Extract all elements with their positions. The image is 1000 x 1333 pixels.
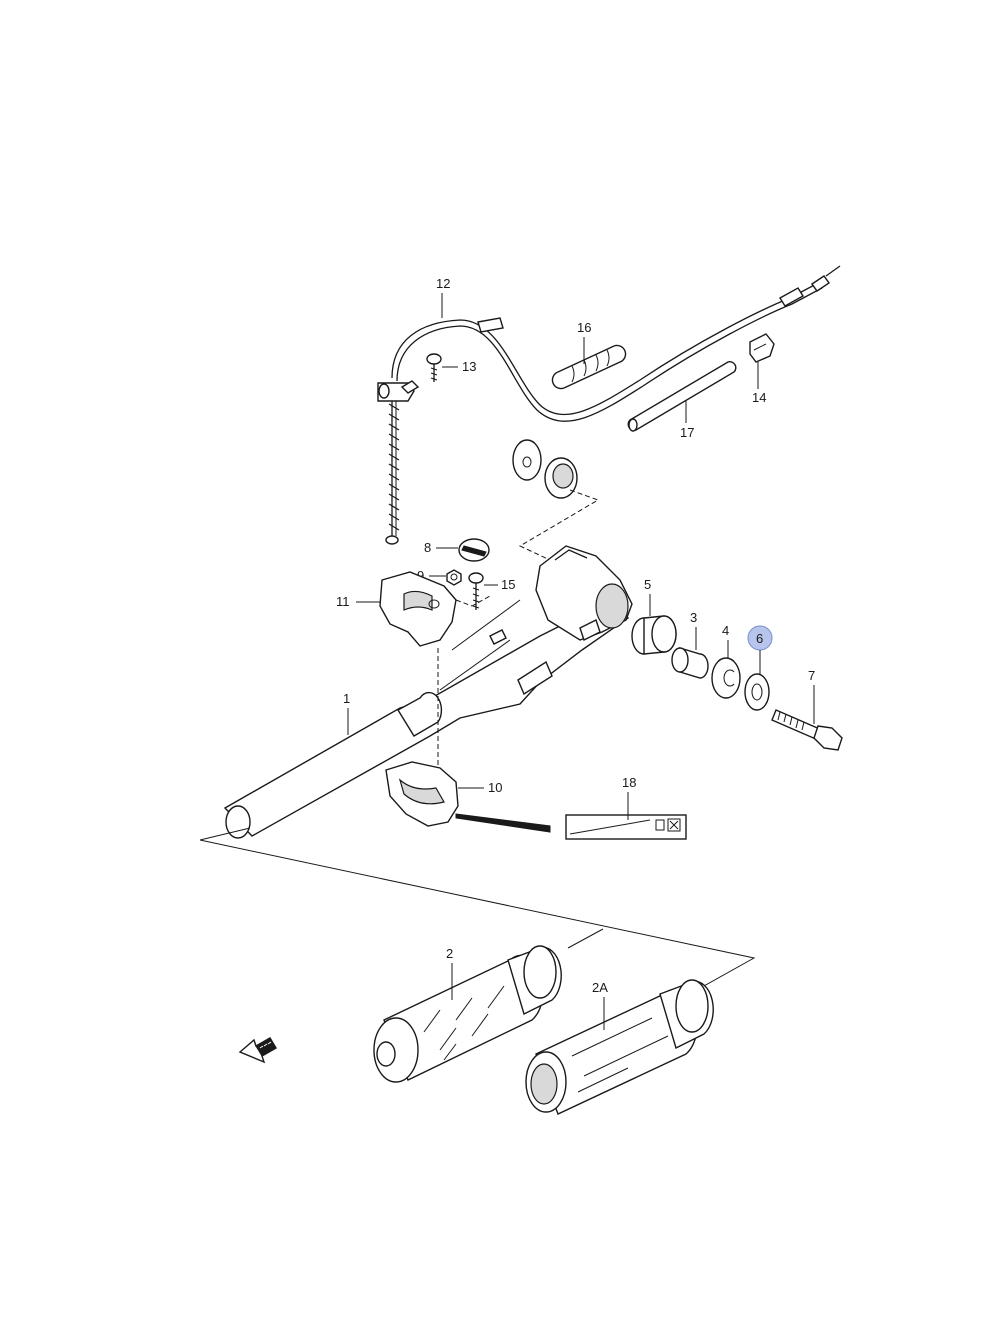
part-4-spacer[interactable]	[711, 657, 741, 699]
bushing-upper[interactable]	[544, 457, 578, 499]
part-1-handlebar[interactable]	[223, 545, 633, 839]
label-part-7: 7	[808, 668, 815, 683]
label-part-3: 3	[690, 610, 697, 625]
part-6-washer[interactable]	[744, 673, 770, 711]
label-part-14: 14	[752, 390, 766, 405]
label-part-8: 8	[424, 540, 431, 555]
part-13-screw[interactable]	[426, 353, 442, 382]
label-part-18: 18	[622, 775, 636, 790]
part-11-holder-upper[interactable]	[379, 571, 457, 647]
part-17-tube[interactable]	[627, 361, 737, 432]
part-7-bolt[interactable]	[771, 709, 843, 751]
part-16-cable-cover[interactable]	[551, 344, 627, 390]
label-part-13: 13	[462, 359, 476, 374]
part-2-grip[interactable]	[373, 945, 562, 1083]
label-part-15: 15	[501, 577, 515, 592]
label-part-11: 11	[336, 594, 350, 609]
part-14-clamp[interactable]	[749, 333, 775, 363]
label-part-9: 9	[417, 568, 424, 583]
part-2a-grip[interactable]	[525, 979, 714, 1115]
label-part-12: 12	[436, 276, 450, 291]
part-9-nut[interactable]	[446, 569, 462, 586]
label-part-1: 1	[343, 691, 350, 706]
label-part-2a: 2A	[592, 980, 608, 995]
part-8-plug[interactable]	[458, 538, 490, 562]
fwd-arrow-icon	[238, 1037, 277, 1064]
part-3-collar[interactable]	[671, 647, 709, 679]
label-part-4: 4	[722, 623, 729, 638]
part-10-holder-lower[interactable]	[385, 761, 459, 827]
part-12-cable[interactable]	[377, 265, 841, 545]
part-5-bushing[interactable]	[631, 615, 677, 655]
washer-upper[interactable]	[512, 439, 542, 481]
label-part-6: 6	[756, 631, 763, 646]
label-part-17: 17	[680, 425, 694, 440]
part-18-label[interactable]	[455, 813, 687, 840]
label-part-10: 10	[488, 780, 502, 795]
label-part-5: 5	[644, 577, 651, 592]
part-15-bolt[interactable]	[468, 572, 484, 610]
label-part-16: 16	[577, 320, 591, 335]
label-part-2: 2	[446, 946, 453, 961]
